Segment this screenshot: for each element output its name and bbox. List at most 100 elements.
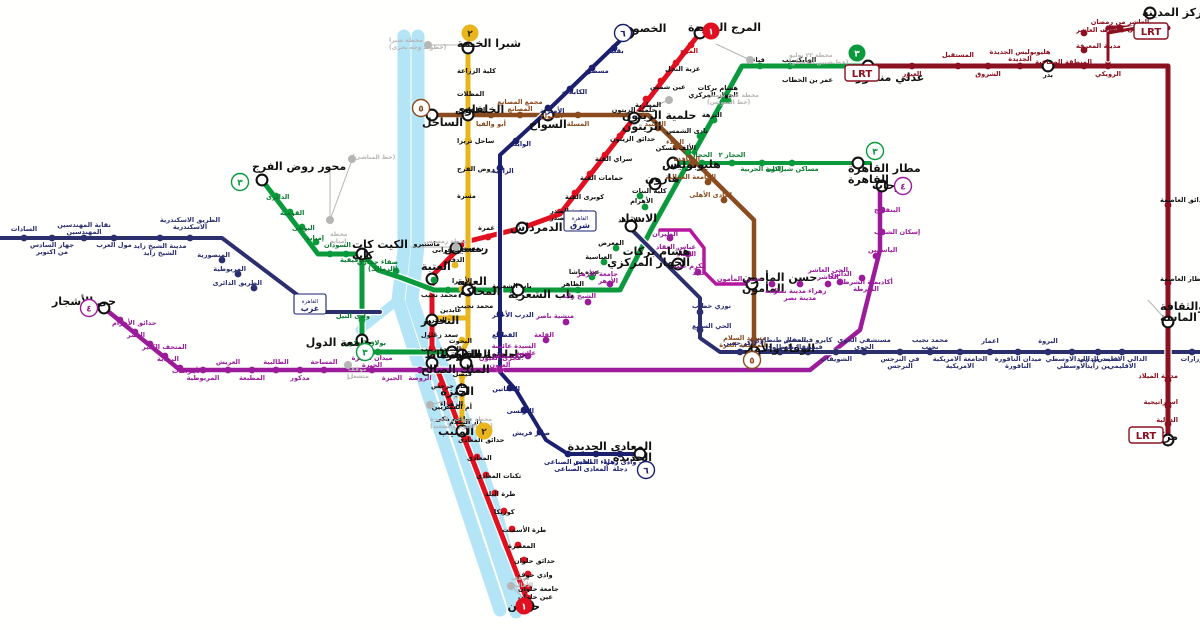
station-line5-13-marker[interactable] bbox=[750, 336, 758, 344]
station-line5-2-marker[interactable] bbox=[487, 111, 495, 119]
station-line6-3-marker[interactable] bbox=[566, 85, 574, 93]
station-hsr-west-1-marker[interactable] bbox=[48, 234, 56, 242]
badge-line2-shubra[interactable]: ٢ bbox=[461, 24, 479, 42]
badge-line4-hay-ashgar[interactable]: ٤ bbox=[79, 298, 99, 318]
station-line3-airport-4-marker[interactable] bbox=[851, 156, 865, 170]
station-line2-4-marker[interactable] bbox=[464, 136, 472, 144]
station-line1-10-marker[interactable] bbox=[556, 208, 564, 216]
station-line4-34-marker[interactable] bbox=[875, 179, 889, 193]
badge-line1-marg[interactable]: ١ bbox=[702, 22, 720, 40]
station-hsr-east-17-marker[interactable] bbox=[1094, 348, 1102, 356]
station-hsr-east-16-marker[interactable] bbox=[1068, 348, 1076, 356]
station-lrt-main-5-marker[interactable] bbox=[1080, 62, 1088, 70]
station-line5-5-marker[interactable] bbox=[574, 111, 582, 119]
station-line3-7-marker[interactable] bbox=[355, 247, 369, 261]
station-line3-2-marker[interactable] bbox=[286, 208, 294, 216]
station-line6-7-marker[interactable] bbox=[496, 164, 504, 172]
station-line4-8-marker[interactable] bbox=[248, 366, 256, 374]
station-line3-12-marker[interactable] bbox=[511, 283, 525, 297]
station-line3-airport-0-marker[interactable] bbox=[698, 159, 706, 167]
line-path-line4[interactable] bbox=[101, 182, 883, 373]
station-lrt-main-3-marker[interactable] bbox=[1016, 62, 1024, 70]
station-line1-21-marker[interactable] bbox=[446, 399, 454, 407]
station-line3-25-marker[interactable] bbox=[724, 96, 732, 104]
station-line3-23-marker[interactable] bbox=[696, 132, 704, 140]
station-line4-24-marker[interactable] bbox=[694, 268, 702, 276]
station-line4-20-marker[interactable] bbox=[584, 298, 592, 306]
station-line3-6-marker[interactable] bbox=[342, 250, 350, 258]
station-line2-14-marker[interactable] bbox=[458, 336, 466, 344]
station-line6-4-marker[interactable] bbox=[544, 104, 552, 112]
station-line3-8-marker[interactable] bbox=[392, 267, 400, 275]
station-line6-14-marker[interactable] bbox=[536, 428, 544, 436]
station-lrt-main-7-marker[interactable] bbox=[1080, 29, 1088, 37]
station-hsr-east-7-marker[interactable] bbox=[804, 348, 812, 356]
station-line3-15-marker[interactable] bbox=[600, 258, 608, 266]
station-line4-1-marker[interactable] bbox=[116, 316, 124, 324]
station-line2-17-marker[interactable] bbox=[455, 383, 469, 397]
station-lrt-main-8-marker[interactable] bbox=[1116, 24, 1124, 32]
station-line3-24-marker[interactable] bbox=[710, 116, 718, 124]
station-line3-31-marker[interactable] bbox=[358, 316, 366, 324]
station-line2-6-marker[interactable] bbox=[464, 191, 472, 199]
station-line4-18-marker[interactable] bbox=[542, 336, 550, 344]
badge-line2-monib[interactable]: ٢ bbox=[475, 422, 493, 440]
badge-line3-adly[interactable]: ٣ bbox=[848, 44, 866, 62]
station-hsr-west-2-marker[interactable] bbox=[80, 234, 88, 242]
badge-line3-airport[interactable]: ٣ bbox=[865, 141, 885, 161]
station-hsr-east-4-marker[interactable] bbox=[736, 348, 744, 356]
station-line3-airport-3-marker[interactable] bbox=[788, 159, 796, 167]
station-hsr-west-4-marker[interactable] bbox=[156, 234, 164, 242]
station-line1-29-marker[interactable] bbox=[514, 541, 522, 549]
station-line5-10-marker[interactable] bbox=[704, 178, 712, 186]
station-lrt-main-14-marker[interactable] bbox=[1164, 402, 1172, 410]
line-path-line6[interactable] bbox=[498, 31, 642, 456]
station-line1-17-marker[interactable] bbox=[428, 330, 436, 338]
station-line1-8-marker[interactable] bbox=[586, 170, 594, 178]
station-lrt-main-15-marker[interactable] bbox=[1164, 420, 1172, 428]
station-line5-3-marker[interactable] bbox=[516, 111, 524, 119]
station-line3-19-marker[interactable] bbox=[636, 192, 644, 200]
station-line4-32-marker[interactable] bbox=[878, 228, 886, 236]
station-lrt-main-13-marker[interactable] bbox=[1164, 376, 1172, 384]
station-line4-29-marker[interactable] bbox=[836, 278, 844, 286]
station-line4-21-marker[interactable] bbox=[606, 280, 614, 288]
station-line2-20-marker[interactable] bbox=[455, 424, 469, 438]
station-lrt-main-9-marker[interactable] bbox=[1143, 6, 1157, 20]
station-line4-7-marker[interactable] bbox=[224, 366, 232, 374]
station-lrt-main-4-marker[interactable] bbox=[1041, 59, 1055, 73]
station-hsr-east-10-marker[interactable] bbox=[896, 348, 904, 356]
line-path-lrt-spur[interactable] bbox=[1106, 25, 1144, 62]
station-line1-11-marker[interactable] bbox=[515, 221, 529, 235]
station-hsr-east-20-marker[interactable] bbox=[1188, 348, 1196, 356]
station-hsr-east-14-marker[interactable] bbox=[1014, 348, 1022, 356]
station-line1-30-marker[interactable] bbox=[520, 556, 528, 564]
station-line1-28-marker[interactable] bbox=[508, 525, 516, 533]
station-line6-17-marker[interactable] bbox=[616, 450, 624, 458]
station-line2-10-marker[interactable] bbox=[446, 314, 454, 322]
station-lrt-main-1-marker[interactable] bbox=[954, 62, 962, 70]
station-line2-0-marker[interactable] bbox=[461, 41, 475, 55]
badge-line3-rod-elfarag[interactable]: ٣ bbox=[230, 172, 250, 192]
station-line4-26-marker[interactable] bbox=[768, 280, 776, 288]
badge-line1-helwan[interactable]: ١ bbox=[515, 597, 533, 615]
badge-line5-khalafawy[interactable]: ٥ bbox=[411, 98, 431, 118]
station-line4-5-marker[interactable] bbox=[176, 364, 184, 372]
station-line4-16-marker[interactable] bbox=[496, 366, 504, 374]
station-line3-30-marker[interactable] bbox=[374, 348, 382, 356]
station-line2-5-marker[interactable] bbox=[464, 164, 472, 172]
station-line1-6-marker[interactable] bbox=[616, 132, 624, 140]
station-hsr-west-0-marker[interactable] bbox=[20, 234, 28, 242]
station-line3-17-marker[interactable] bbox=[624, 219, 638, 233]
badge-line4-rehab[interactable]: ٤ bbox=[893, 176, 913, 196]
station-line2-1-marker[interactable] bbox=[464, 66, 472, 74]
station-line6-6-marker[interactable] bbox=[512, 137, 520, 145]
station-hsr-east-11-marker[interactable] bbox=[926, 348, 934, 356]
station-line3-airport-1-marker[interactable] bbox=[728, 159, 736, 167]
station-line1-2-marker[interactable] bbox=[672, 59, 680, 67]
station-line3-33-marker[interactable] bbox=[445, 345, 459, 359]
station-lrt-main-11-marker[interactable] bbox=[1164, 201, 1172, 209]
station-line2-19-marker[interactable] bbox=[458, 414, 466, 422]
station-line2-18-marker[interactable] bbox=[458, 402, 466, 410]
